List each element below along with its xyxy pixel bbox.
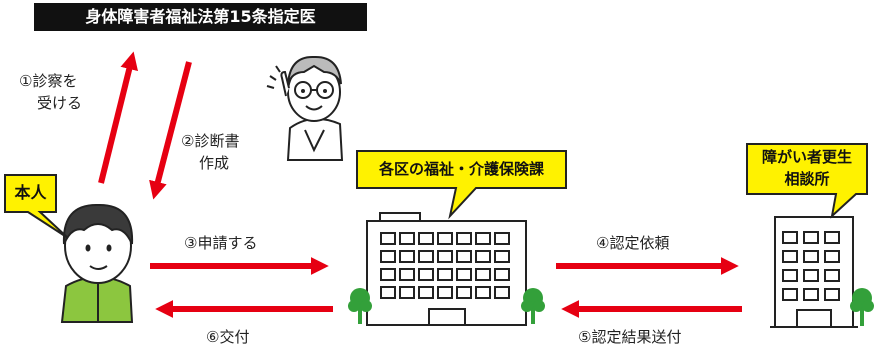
window	[418, 250, 434, 263]
step2-line2: 作成	[199, 154, 230, 172]
window	[456, 268, 472, 281]
window	[399, 286, 415, 299]
window	[475, 250, 491, 263]
callout-rehab-center	[746, 143, 868, 219]
step1-line1: ①診察を	[19, 72, 78, 90]
window	[437, 268, 453, 281]
window	[494, 232, 510, 245]
window	[494, 286, 510, 299]
step4-label: ④認定依頼	[596, 234, 670, 252]
ward-office-windows	[380, 232, 510, 299]
window	[782, 288, 798, 301]
person-illustration	[60, 203, 134, 323]
window	[475, 232, 491, 245]
arrow-diagnosis	[149, 61, 192, 200]
window	[782, 269, 798, 282]
window	[437, 250, 453, 263]
step2-label: ②診断書 作成	[181, 130, 239, 174]
window	[380, 286, 396, 299]
window	[824, 231, 840, 244]
step3-label: ③申請する	[184, 234, 258, 252]
window	[803, 250, 819, 263]
callout-person-text: 本人	[14, 183, 47, 202]
window	[399, 250, 415, 263]
tree-right	[521, 288, 545, 324]
window	[399, 268, 415, 281]
window	[456, 232, 472, 245]
tree-left	[348, 288, 372, 324]
step1-line2: 受ける	[37, 94, 83, 112]
window	[418, 232, 434, 245]
doctor-illustration	[266, 55, 344, 161]
window	[456, 250, 472, 263]
window	[380, 268, 396, 281]
window	[418, 286, 434, 299]
callout-rehab-center-text: 障がい者更生 相談所	[747, 146, 867, 190]
window	[782, 250, 798, 263]
rehab-center-windows	[782, 231, 840, 301]
window	[418, 268, 434, 281]
window	[456, 286, 472, 299]
window	[494, 250, 510, 263]
window	[437, 286, 453, 299]
callout-rehab-line2: 相談所	[784, 170, 830, 188]
tree-rehab	[850, 288, 874, 326]
window	[782, 231, 798, 244]
window	[824, 269, 840, 282]
step2-line1: ②診断書	[181, 132, 240, 150]
window	[494, 268, 510, 281]
step6-label: ⑥交付	[206, 328, 250, 346]
callout-ward-office	[356, 150, 567, 220]
window	[475, 268, 491, 281]
window	[803, 231, 819, 244]
step1-label: ①診察を 受ける	[19, 70, 82, 114]
window	[475, 286, 491, 299]
doctor-title: 身体障害者福祉法第15条指定医	[34, 3, 367, 31]
window	[824, 250, 840, 263]
callout-rehab-line1: 障がい者更生	[761, 148, 852, 166]
window	[437, 232, 453, 245]
window	[824, 288, 840, 301]
callout-person	[4, 174, 69, 239]
window	[380, 232, 396, 245]
step5-label: ⑤認定結果送付	[578, 328, 682, 346]
window	[803, 288, 819, 301]
window	[380, 250, 396, 263]
callout-ward-office-text: 各区の福祉・介護保険課	[378, 160, 544, 178]
window	[803, 269, 819, 282]
arrow-examine	[98, 51, 139, 184]
window	[399, 232, 415, 245]
